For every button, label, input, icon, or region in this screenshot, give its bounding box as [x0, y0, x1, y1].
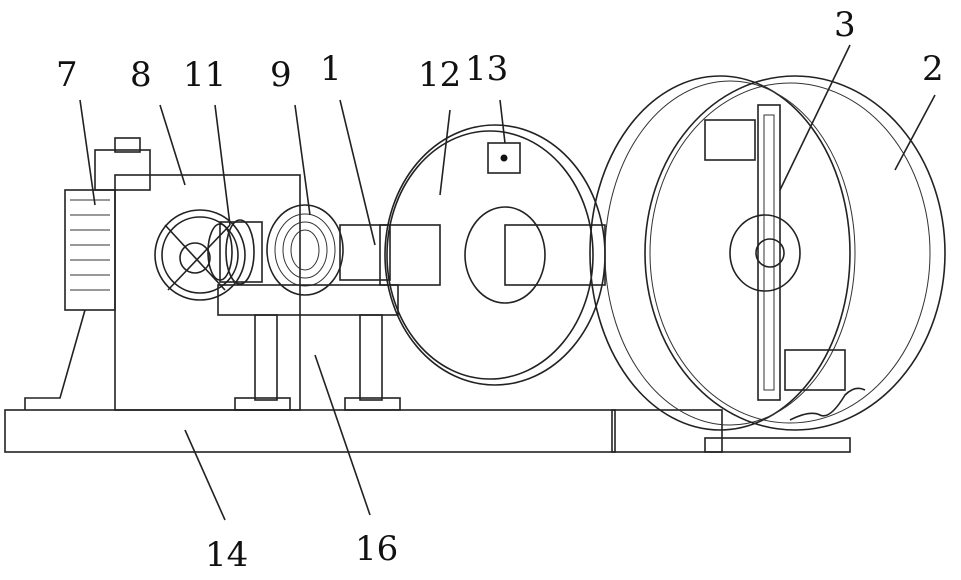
disc — [385, 125, 605, 385]
label-3: 3 — [834, 8, 856, 42]
label-13: 13 — [465, 52, 508, 86]
coupling — [208, 220, 262, 284]
label-8: 8 — [130, 58, 152, 92]
label-9: 9 — [270, 58, 292, 92]
base-plate — [5, 410, 850, 452]
label-11: 11 — [183, 58, 226, 92]
motor — [25, 138, 150, 410]
label-16: 16 — [355, 532, 398, 566]
label-2: 2 — [922, 52, 944, 86]
gear — [267, 205, 390, 295]
housing — [115, 175, 300, 410]
label-14: 14 — [205, 538, 248, 572]
support-stand — [218, 285, 400, 410]
label-7: 7 — [56, 58, 78, 92]
label-1: 1 — [320, 52, 342, 86]
leader-lines — [80, 45, 935, 520]
label-12: 12 — [418, 58, 461, 92]
wheel — [590, 76, 945, 430]
